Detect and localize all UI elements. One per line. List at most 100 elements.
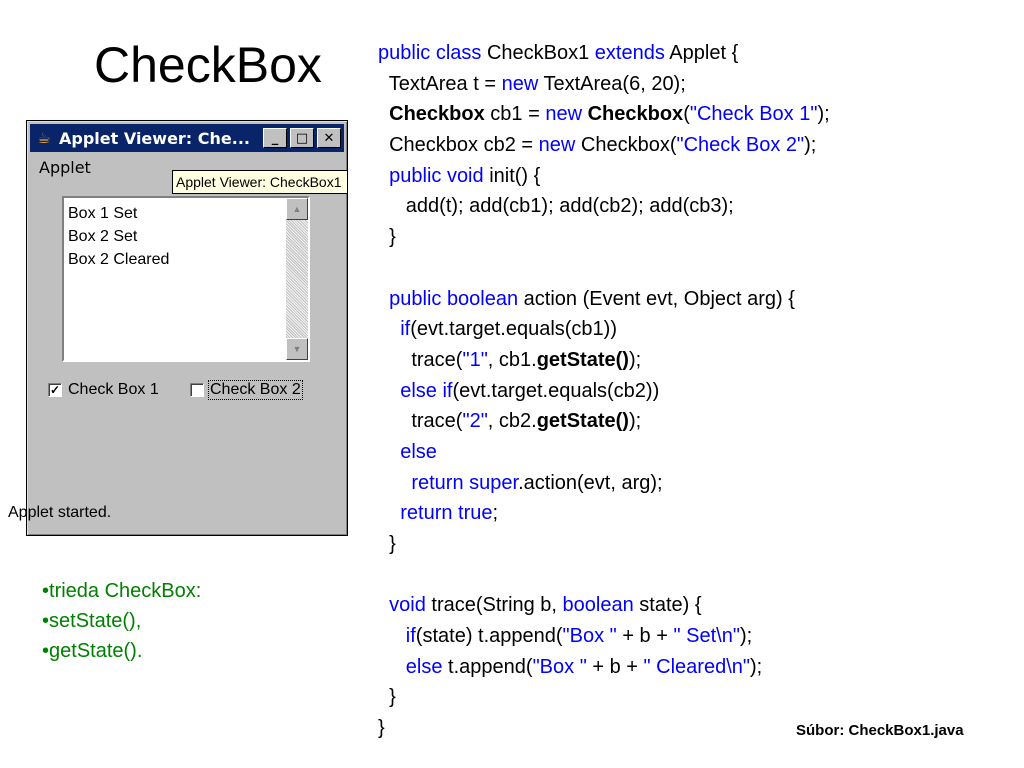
code-token: trace( (378, 348, 463, 371)
textarea-line: Box 2 Cleared (68, 251, 170, 268)
output-textarea[interactable]: Box 1 Set Box 2 Set Box 2 Cleared ▲ ▼ (62, 196, 310, 362)
arrow-down-icon: ▼ (292, 344, 302, 354)
code-token: ; (492, 502, 499, 525)
code-token: getState() (536, 348, 629, 371)
code-token: + b + (616, 625, 674, 648)
code-token: } (378, 226, 396, 249)
code-token: void (389, 594, 426, 617)
bullet-item: getState(). (42, 636, 201, 666)
code-line: add(t); add(cb1); add(cb2); add(cb3); (378, 191, 1018, 222)
code-token: " Set\n" (673, 625, 740, 648)
arrow-up-icon: ▲ (292, 204, 302, 214)
scroll-down-button[interactable]: ▼ (286, 338, 308, 360)
code-token: Checkbox (587, 103, 684, 126)
code-line: else t.append("Box " + b + " Cleared\n")… (378, 652, 1018, 683)
code-token: if (405, 625, 416, 648)
code-token: Checkbox (389, 103, 485, 126)
code-token (378, 594, 389, 616)
tooltip: Applet Viewer: CheckBox1 (172, 170, 348, 194)
code-token: trace( (378, 410, 463, 433)
code-token (378, 288, 389, 310)
code-token: add(t); add(cb1); add(cb2); add(cb3); (378, 195, 734, 218)
code-token: "2" (462, 410, 488, 433)
code-token: ); (817, 103, 830, 126)
bullet-list: trieda CheckBox: setState(), getState(). (42, 576, 201, 666)
code-token: "Check Box 2" (676, 134, 805, 157)
code-token: action (Event evt, Object arg) { (518, 287, 795, 310)
code-token: new (545, 103, 583, 126)
code-token (378, 103, 389, 125)
code-token: CheckBox1 (481, 42, 595, 64)
code-token: "Box " (532, 655, 587, 678)
code-token: ( (683, 103, 690, 126)
code-line: } (378, 713, 1018, 744)
code-line: public void init() { (378, 161, 1018, 192)
bullet-item: setState(), (42, 606, 201, 636)
code-line: void trace(String b, boolean state) { (378, 590, 1018, 621)
code-token (378, 656, 406, 678)
code-token: boolean (562, 594, 634, 617)
java-coffee-icon: ☕ (37, 129, 51, 147)
menu-applet[interactable]: Applet (39, 157, 91, 177)
code-token: ); (628, 348, 642, 371)
checkbox-1-label[interactable]: Check Box 1 (68, 381, 159, 398)
code-token: else (405, 655, 443, 678)
code-listing: public class CheckBox1 extends Applet { … (378, 38, 1018, 744)
code-token: public boolean (389, 287, 519, 310)
code-token (378, 380, 400, 402)
code-token: ); (739, 625, 753, 648)
textarea-line: Box 2 Set (68, 228, 138, 245)
checkbox-2-box[interactable] (190, 383, 204, 397)
code-line (378, 560, 1018, 591)
checkbox-2-label[interactable]: Check Box 2 (208, 380, 303, 400)
checkbox-1-box[interactable]: ✓ (48, 383, 62, 397)
code-token: public class (378, 42, 482, 64)
code-line: return true; (378, 498, 1018, 529)
code-line: else (378, 437, 1018, 468)
code-token: , cb2. (487, 410, 537, 433)
code-line: else if(evt.target.equals(cb2)) (378, 376, 1018, 407)
code-token: t.append( (442, 655, 533, 678)
code-token: state) { (633, 594, 702, 617)
code-token: TextArea t = (378, 72, 502, 95)
code-line: } (378, 222, 1018, 253)
minimize-button[interactable]: _ (263, 128, 287, 148)
code-token: "Check Box 1" (689, 103, 818, 126)
code-token: getState() (536, 410, 629, 433)
code-line: } (378, 682, 1018, 713)
code-token: Applet { (664, 42, 739, 64)
code-token: trace(String b, (425, 594, 563, 617)
code-line: Checkbox cb1 = new Checkbox("Check Box 1… (378, 99, 1018, 130)
code-token (378, 502, 400, 524)
vertical-scrollbar[interactable]: ▲ ▼ (286, 198, 308, 360)
bullet-item: trieda CheckBox: (42, 576, 201, 606)
code-token (378, 625, 406, 647)
code-token: .action(evt, arg); (518, 471, 663, 494)
source-caption: Súbor: CheckBox1.java (796, 722, 964, 739)
close-button[interactable]: ✕ (317, 128, 341, 148)
code-token (378, 472, 411, 494)
code-line: } (378, 529, 1018, 560)
title-bar[interactable]: ☕ Applet Viewer: Che... _ □ ✕ (30, 124, 344, 152)
code-token: return super (411, 471, 519, 494)
check-mark-icon: ✓ (49, 383, 61, 397)
code-token: new (538, 134, 576, 157)
code-token: } (378, 717, 385, 740)
code-token: "Box " (562, 625, 617, 648)
code-token: "1" (462, 348, 488, 371)
slide-title: CheckBox (94, 37, 322, 93)
code-token: cb1 = (484, 103, 546, 126)
code-token: extends (594, 42, 665, 64)
checkbox-2[interactable]: Check Box 2 (190, 378, 303, 402)
scroll-up-button[interactable]: ▲ (286, 198, 308, 220)
code-token: ); (628, 410, 642, 433)
maximize-button[interactable]: □ (290, 128, 314, 148)
code-token (378, 441, 400, 463)
code-token: } (378, 533, 396, 555)
code-line: if(state) t.append("Box " + b + " Set\n"… (378, 621, 1018, 652)
code-token: ); (804, 134, 817, 157)
code-token (378, 318, 400, 340)
code-line: TextArea t = new TextArea(6, 20); (378, 69, 1018, 100)
code-token: if (400, 318, 411, 341)
checkbox-1[interactable]: ✓ Check Box 1 (48, 378, 159, 402)
